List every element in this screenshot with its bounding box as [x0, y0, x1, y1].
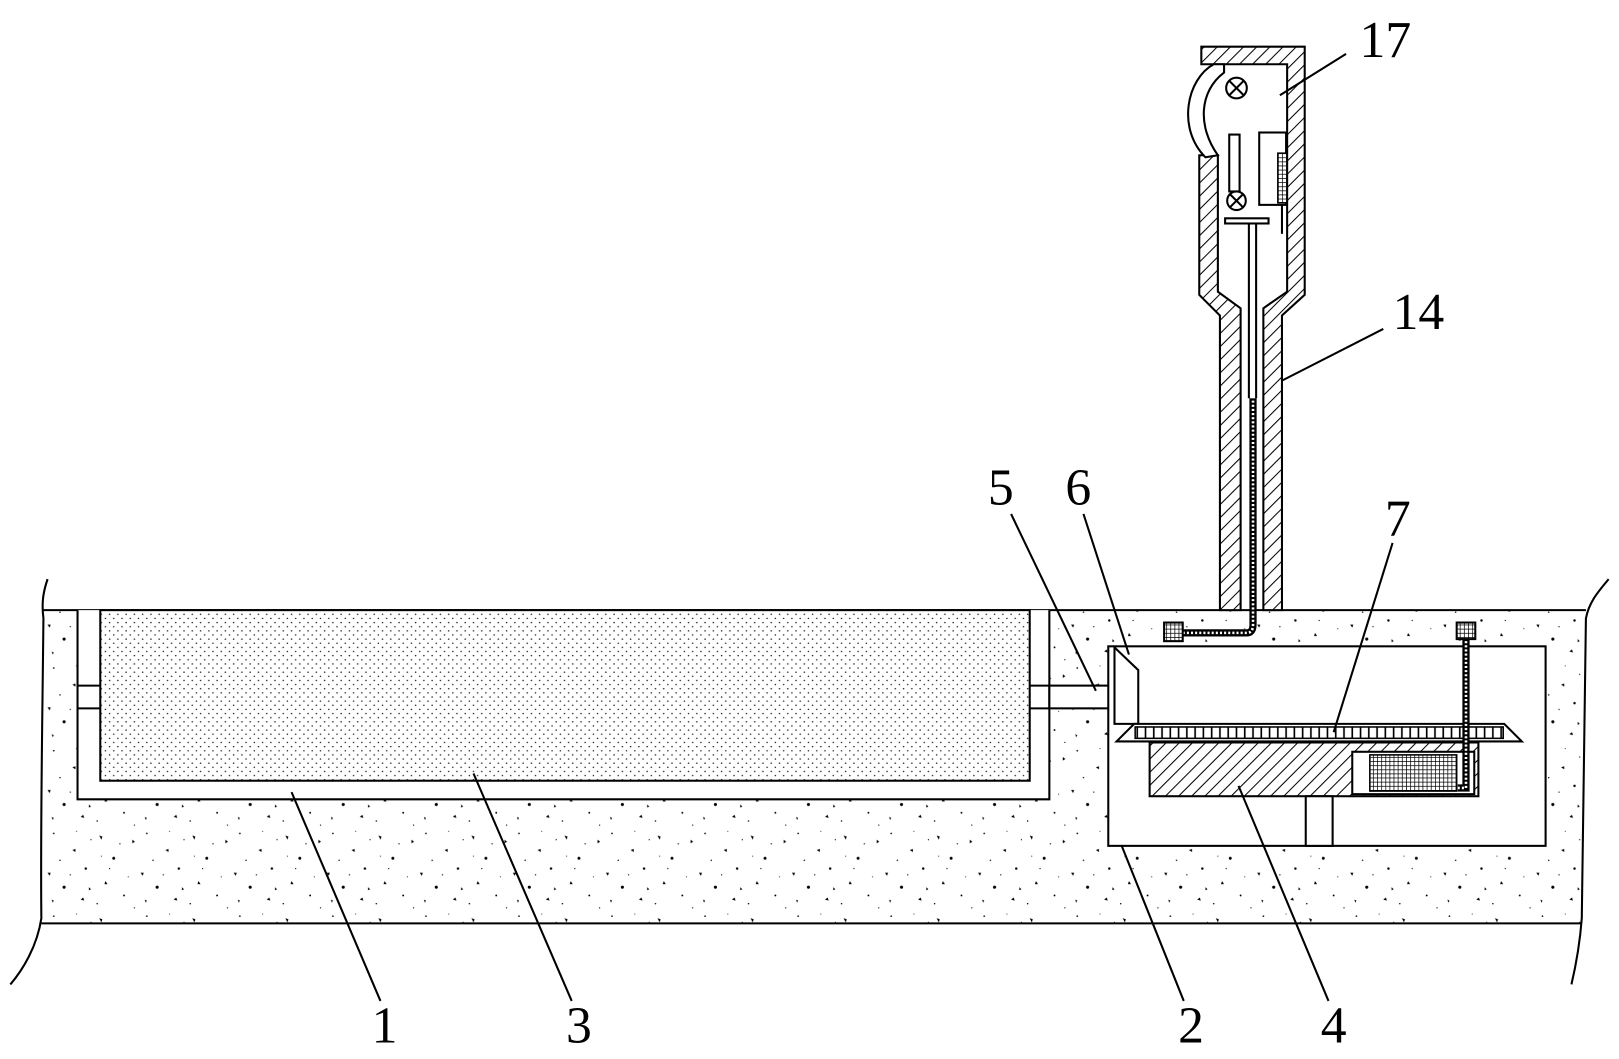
left-bolt [1163, 621, 1184, 643]
pivot-top-icon [1225, 76, 1248, 100]
chamber-2 [1107, 644, 1547, 847]
pipe-5 [1048, 684, 1111, 710]
leader-lines [290, 53, 1394, 1002]
support-post [1304, 795, 1334, 847]
callout-1: 1 [372, 997, 398, 1054]
leader-1 [290, 791, 382, 1002]
leader-14 [1281, 328, 1384, 382]
push-rod [1247, 223, 1258, 399]
callout-6: 6 [1065, 460, 1091, 517]
filter-medium-3 [99, 609, 1031, 782]
callout-7: 7 [1385, 491, 1411, 548]
motor-coil [1369, 754, 1458, 792]
callout-3: 3 [566, 997, 592, 1054]
tank-1 [76, 609, 1051, 801]
right-break-line [1570, 578, 1610, 985]
guide-slot [1228, 133, 1241, 193]
press-plate [1224, 217, 1270, 225]
callout-5: 5 [988, 460, 1014, 517]
leader-7 [1332, 542, 1394, 733]
callout-2: 2 [1178, 997, 1204, 1054]
tower-wall-right [1200, 45, 1306, 612]
left-wire-texture [1174, 398, 1255, 635]
leader-2 [1120, 845, 1185, 1002]
tower-14 [1187, 45, 1306, 612]
left-break-line [9, 578, 49, 986]
wiring [1163, 398, 1477, 792]
right-bolt [1455, 621, 1477, 641]
filter-plate-teeth [1134, 726, 1504, 740]
leader-17 [1279, 53, 1347, 97]
spring [1277, 152, 1288, 204]
cam-bracket [1187, 63, 1226, 159]
callout-17: 17 [1360, 12, 1412, 69]
head-17-internals [1224, 76, 1288, 399]
right-wire-texture [1457, 632, 1468, 790]
tower-wall-left [1198, 154, 1242, 612]
leader-4 [1237, 785, 1330, 1002]
callout-4: 4 [1321, 997, 1347, 1054]
leader-3 [472, 773, 573, 1002]
leader-5 [1010, 513, 1097, 692]
callout-14: 14 [1393, 284, 1445, 341]
callouts: 17 14 5 6 7 1 3 2 4 [372, 12, 1445, 1054]
leader-6 [1082, 513, 1130, 655]
pivot-bottom-icon [1226, 190, 1247, 212]
